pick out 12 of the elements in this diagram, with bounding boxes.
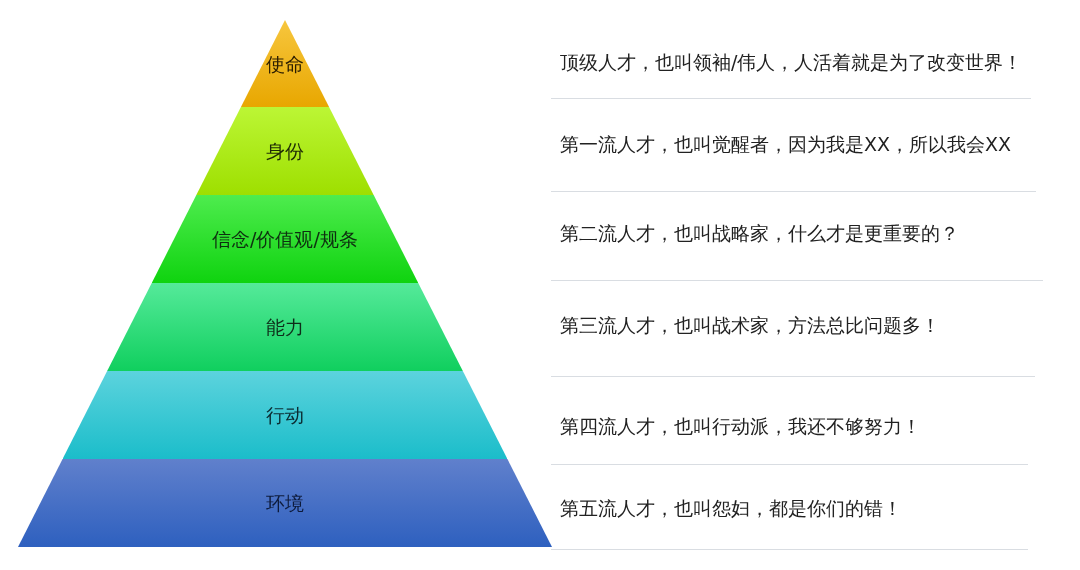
tier-label: 使命 [266, 51, 304, 76]
tier-label: 能力 [266, 315, 304, 339]
tier-label: 信念/价值观/规条 [212, 227, 358, 251]
tier-description: 顶级人才，也叫领袖/伟人，人活着就是为了改变世界！ [560, 50, 1023, 75]
tier-description: 第一流人才，也叫觉醒者，因为我是XX，所以我会XX [560, 132, 1012, 157]
tier-description: 第三流人才，也叫战术家，方法总比问题多！ [560, 313, 940, 338]
tier-label: 身份 [266, 139, 304, 163]
tier-description: 第五流人才，也叫怨妇，都是你们的错！ [560, 496, 902, 521]
tier-description: 第二流人才，也叫战略家，什么才是更重要的？ [560, 221, 959, 246]
tier-label: 行动 [266, 403, 304, 427]
tier-label: 环境 [266, 491, 304, 515]
tier-description: 第四流人才，也叫行动派，我还不够努力！ [560, 414, 921, 439]
